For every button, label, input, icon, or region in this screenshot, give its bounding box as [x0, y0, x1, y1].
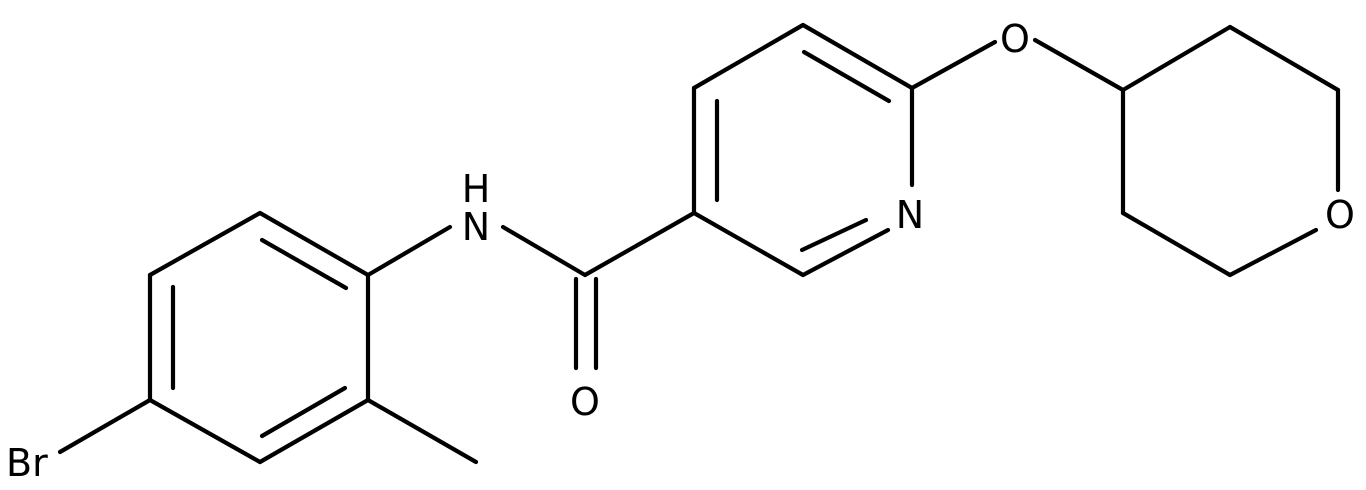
bond-aryl-n [365, 224, 453, 278]
bond-ring-a-1 [257, 210, 371, 278]
bond-ring-a-3-inner [259, 385, 348, 439]
bond-pyridine-o [909, 39, 998, 91]
bond-c-br [57, 397, 153, 455]
ether-oxygen-label: O [1000, 17, 1030, 61]
bond-ring-a-3 [257, 397, 371, 465]
amide-nitrogen-label: N [462, 205, 490, 249]
bond-ring-b-3-inner [801, 49, 892, 104]
bond-ring-b-5 [800, 227, 891, 278]
bond-ring-c-2 [1227, 24, 1341, 93]
pyridine-nitrogen-label: N [896, 193, 924, 237]
bond-methyl [365, 397, 479, 465]
bond-ring-b-5-inner [799, 217, 869, 253]
bond-ring-a-6 [147, 210, 263, 278]
bond-ring-b-2 [691, 22, 806, 91]
bond-o-oxane [1032, 37, 1126, 93]
bond-ring-c-4 [1227, 227, 1319, 278]
amide-hydrogen-label: H [462, 167, 491, 211]
bond-ring-b-6 [691, 210, 806, 278]
bond-ring-a-4 [147, 397, 263, 465]
ring-oxygen-label: O [1325, 193, 1355, 237]
bond-n-carbonyl [500, 224, 588, 278]
bond-ring-a-1-inner [259, 237, 349, 291]
bond-ring-c-5 [1120, 210, 1233, 278]
bromine-label: Br [6, 441, 48, 485]
bond-layer [57, 22, 1341, 465]
carbonyl-oxygen-label: O [570, 380, 600, 424]
bond-ring-c-1 [1120, 24, 1233, 93]
bond-carbonyl-pyridine [582, 210, 697, 278]
bond-ring-b-3 [800, 22, 915, 91]
atom-labels: Br H N O N O O [6, 17, 1355, 485]
